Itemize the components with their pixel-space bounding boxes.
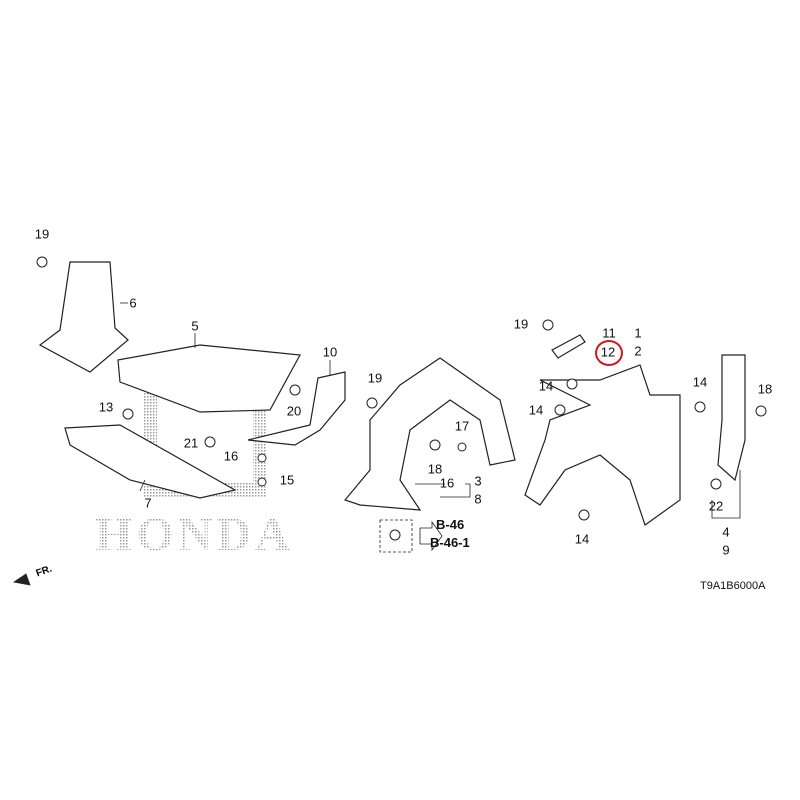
callout-6[interactable]: 6	[129, 295, 137, 311]
fastener-icons	[36, 256, 767, 541]
part-1-fender	[524, 364, 681, 526]
callout-11[interactable]: 11	[602, 325, 616, 341]
callout-19[interactable]: 19	[367, 370, 383, 386]
callout-14[interactable]: 14	[538, 378, 554, 394]
callout-19[interactable]: 19	[513, 316, 529, 332]
part-7-splash-shield	[64, 424, 237, 499]
callout-3[interactable]: 3	[474, 473, 482, 489]
callout-14[interactable]: 14	[528, 402, 544, 418]
honda-watermark: HONDA	[95, 508, 294, 561]
callout-4[interactable]: 4	[722, 524, 730, 540]
callout-14[interactable]: 14	[692, 374, 708, 390]
callout-5[interactable]: 5	[191, 318, 199, 334]
callout-20[interactable]: 20	[286, 403, 302, 419]
callout-14[interactable]: 14	[574, 531, 590, 547]
callout-16[interactable]: 16	[223, 448, 239, 464]
part-10-bracket	[247, 371, 346, 446]
part-11-seal	[551, 334, 586, 359]
callout-22[interactable]: 22	[708, 498, 724, 514]
callout-18[interactable]: 18	[757, 381, 773, 397]
callout-12[interactable]: 12	[600, 344, 616, 360]
callout-16[interactable]: 16	[439, 475, 455, 491]
diagram-code: T9A1B6000A	[700, 580, 766, 592]
callout-7[interactable]: 7	[144, 495, 152, 511]
part-3-fender-liner	[343, 357, 516, 511]
callout-15[interactable]: 15	[279, 472, 295, 488]
callout-10[interactable]: 10	[322, 344, 338, 360]
reference-b46-1[interactable]: B-46-1	[430, 535, 470, 550]
part-4-fender-bracket	[717, 354, 746, 482]
callout-17[interactable]: 17	[454, 418, 470, 434]
callout-13[interactable]: 13	[98, 399, 114, 415]
part-6-shroud	[38, 261, 129, 373]
callout-9[interactable]: 9	[722, 542, 730, 558]
callout-8[interactable]: 8	[474, 491, 482, 507]
callout-2[interactable]: 2	[634, 343, 642, 359]
callout-18[interactable]: 18	[427, 461, 443, 477]
callout-19[interactable]: 19	[34, 226, 50, 242]
part-5-undercover	[117, 344, 301, 413]
callout-21[interactable]: 21	[183, 435, 199, 451]
callout-1[interactable]: 1	[634, 325, 642, 341]
reference-b46[interactable]: B-46	[436, 517, 465, 532]
highlight-circle	[595, 340, 623, 366]
